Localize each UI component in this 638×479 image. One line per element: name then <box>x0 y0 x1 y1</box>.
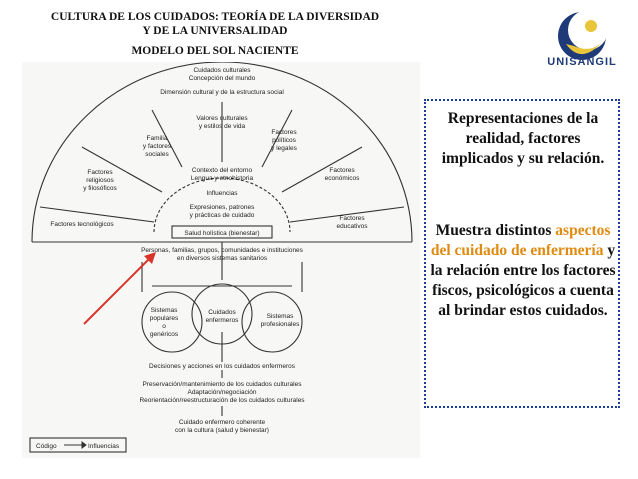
populares-label-2: populares <box>150 315 179 322</box>
legend-codigo-label: Código <box>36 443 57 450</box>
valores-label-1: Valores culturales <box>196 115 248 122</box>
tecnologicos-label: Factores tecnológicos <box>50 221 114 228</box>
valores-label-2: y estilos de vida <box>199 123 246 130</box>
personas-label-1: Personas, familias, grupos, comunidades … <box>141 247 304 254</box>
sistemas-profesionales-circle <box>241 291 303 353</box>
religiosos-label-1: Factores <box>87 169 113 176</box>
dimension-label: Dimensión cultural y de la estructura so… <box>160 89 284 96</box>
cuidado-coherente-label-2: con la cultura (salud y bienestar) <box>175 427 269 434</box>
header-title-line2: Y DE LA UNIVERSALIDAD <box>142 25 288 37</box>
top-label-1: Cuidados culturales <box>193 67 251 74</box>
p2-intro: Muestra distintos <box>435 222 552 239</box>
familia-label-2: y factores <box>143 143 172 150</box>
personas-label-2: en diversos sistemas sanitarios <box>177 255 268 262</box>
profesionales-label-2: profesionales <box>261 321 300 328</box>
preservacion-label: Preservación/mantenimiento de los cuidad… <box>143 381 303 388</box>
economicos-label-2: económicos <box>325 175 360 182</box>
politicos-label-3: y legales <box>271 145 297 152</box>
legend-influencias-label: Influencias <box>88 443 120 450</box>
p2-rest: y la relación entre los factores fiscos,… <box>430 242 616 319</box>
religiosos-label-2: religiosos <box>86 177 114 184</box>
familia-label-1: Familia <box>147 135 168 142</box>
expresiones-label-2: y prácticas de cuidado <box>190 212 255 219</box>
reorientacion-label: Reorientación/reestructuración de los cu… <box>139 397 305 404</box>
profesionales-label-1: Sistemas <box>267 313 294 320</box>
p2-highlight: aspectos del cuidado de enfermería <box>430 222 611 259</box>
economicos-label-1: Factores <box>329 167 355 174</box>
politicos-label-2: políticos <box>272 137 297 144</box>
cuidados-enfermeros-label-1: Cuidados <box>208 309 236 316</box>
influencias-label: Influencias <box>206 190 238 197</box>
cuidado-coherente-label-1: Cuidado enfermero coherente <box>179 419 266 426</box>
description-textbox: Representaciones de la realidad, factore… <box>424 99 620 408</box>
sistemas-populares-circle <box>141 291 203 353</box>
educativos-label-2: educativos <box>336 223 368 230</box>
sunrise-outer-arc <box>31 62 413 243</box>
educativos-label-1: Factores <box>339 215 365 222</box>
description-paragraph-2: Muestra distintos aspectos del cuidado d… <box>430 221 616 321</box>
adaptacion-label: Adaptación/negociación <box>187 389 256 396</box>
populares-label-1: Sistemas <box>151 307 178 314</box>
top-label-2: Concepción del mundo <box>189 75 256 82</box>
familia-label-3: sociales <box>145 151 169 158</box>
politicos-label-1: Factores <box>271 129 297 136</box>
header-title-line1: CULTURA DE LOS CUIDADOS: TEORÍA DE LA DI… <box>50 11 380 23</box>
unisangil-logo-icon <box>558 10 608 60</box>
decisiones-label: Decisiones y acciones en los cuidados en… <box>149 363 296 370</box>
cuidados-enfermeros-circle <box>191 283 253 345</box>
description-paragraph-1: Representaciones de la realidad, factore… <box>441 110 605 167</box>
expresiones-label-1: Expresiones, patrones <box>190 204 255 211</box>
logo-text: UNISANGIL <box>547 56 617 68</box>
populares-label-3: o <box>162 323 166 330</box>
contexto-label-1: Contexto del entorno <box>192 167 253 174</box>
header-subtitle: MODELO DEL SOL NACIENTE <box>131 45 299 57</box>
contexto-label-2: Lengua y etnohistoria <box>191 175 254 182</box>
sunrise-model-diagram: Cuidados culturales Concepción del mundo… <box>22 62 420 458</box>
religiosos-label-3: y filosóficos <box>83 185 117 192</box>
salud-label: Salud holística (bienestar) <box>184 230 259 237</box>
red-pointer-arrow <box>83 252 156 325</box>
populares-label-4: genéricos <box>150 331 179 338</box>
inner-arc <box>153 177 291 233</box>
cuidados-enfermeros-label-2: enfermeros <box>206 317 240 324</box>
